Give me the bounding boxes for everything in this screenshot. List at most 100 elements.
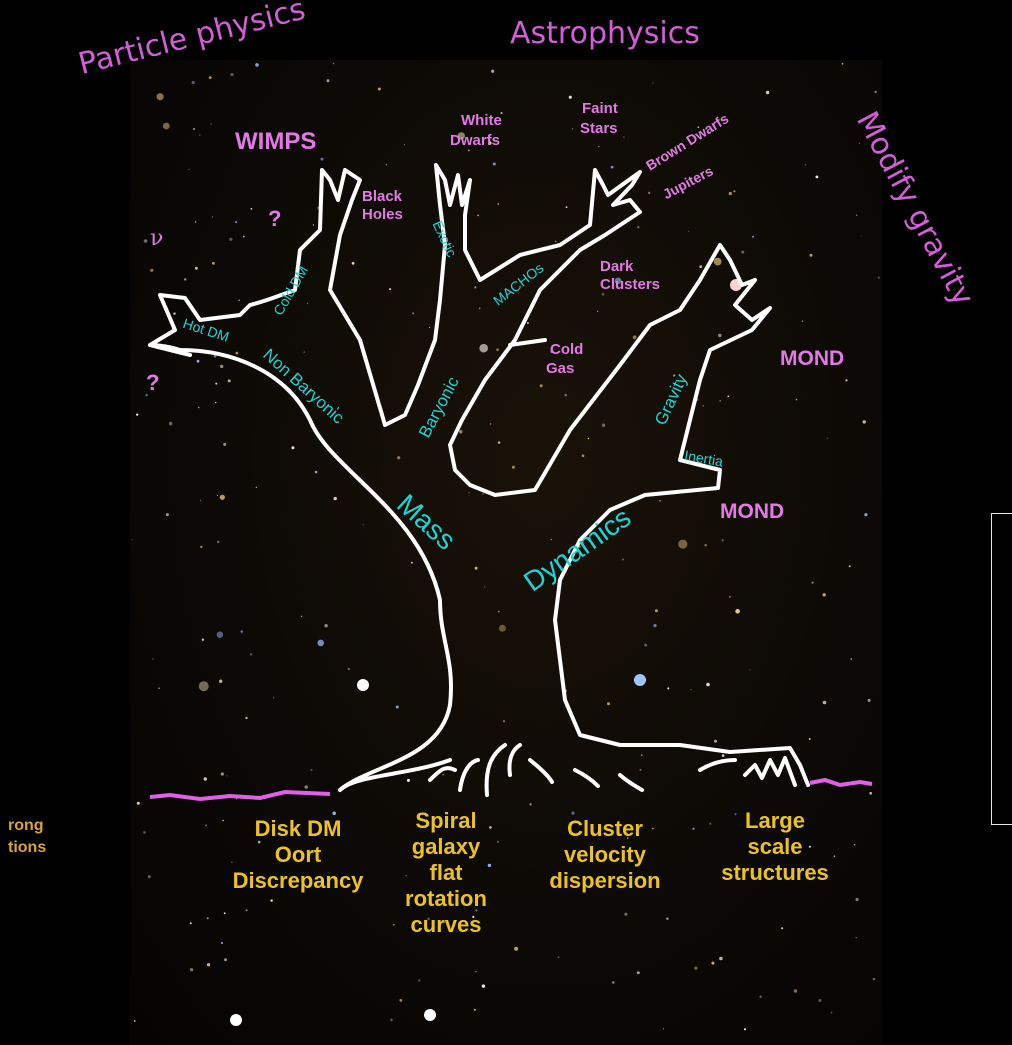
root-spiral-line-2: galaxy (396, 834, 496, 860)
star (759, 996, 761, 998)
root-disk-dm-line-3: Discrepancy (228, 868, 368, 894)
star (236, 352, 239, 355)
star (407, 779, 410, 782)
star (659, 500, 661, 502)
star (209, 76, 212, 79)
label-cold-gas-1: Cold (550, 341, 583, 358)
star (207, 917, 209, 919)
star (729, 192, 732, 195)
root-disk-dm: Disk DM Oort Discrepancy (228, 816, 368, 894)
star (352, 262, 355, 265)
star (809, 738, 811, 740)
star (256, 487, 257, 488)
star (735, 609, 740, 614)
category-astrophysics: Astrophysics (510, 16, 700, 51)
star (582, 454, 585, 457)
star (363, 524, 364, 525)
star (641, 754, 643, 756)
star (195, 221, 197, 223)
star (704, 544, 706, 546)
star (241, 630, 243, 632)
star (205, 824, 207, 826)
label-nu: ν (150, 226, 163, 251)
star (498, 441, 501, 444)
star (611, 166, 614, 169)
star (222, 820, 224, 822)
ground-line-right (810, 780, 872, 785)
bright-star (424, 1009, 436, 1021)
star (468, 492, 470, 494)
star (666, 918, 668, 920)
star (598, 146, 599, 147)
root-spiral-galaxy: Spiral galaxy flat rotation curves (396, 808, 496, 938)
star (878, 277, 880, 279)
star (255, 63, 259, 67)
root-large-scale: Large scale structures (705, 808, 845, 886)
star (393, 924, 395, 926)
star (212, 216, 213, 217)
star (655, 609, 658, 612)
star (490, 423, 491, 424)
star (215, 402, 216, 403)
star (540, 384, 543, 387)
star (842, 63, 844, 65)
star (195, 267, 198, 270)
star (566, 206, 568, 208)
label-white-dwarfs-2: Dwarfs (450, 132, 500, 149)
star (694, 967, 697, 970)
star (219, 680, 222, 683)
star (640, 769, 642, 771)
star (845, 379, 847, 381)
star (719, 957, 723, 961)
star (217, 631, 224, 638)
star (497, 203, 499, 205)
star (332, 812, 336, 816)
star (816, 176, 819, 179)
star (411, 562, 413, 564)
star (305, 785, 308, 788)
star (607, 702, 610, 705)
label-dark-clusters-2: Clusters (600, 276, 660, 293)
star (752, 236, 754, 238)
label-black-holes-2: Holes (362, 206, 403, 223)
star (200, 546, 202, 548)
star (637, 226, 639, 228)
star (499, 625, 506, 632)
star (823, 593, 826, 596)
label-white-dwarfs-1: White (461, 112, 502, 129)
star (192, 81, 195, 84)
root-large-line-1: Large (705, 808, 845, 834)
star (223, 443, 226, 446)
star (317, 640, 324, 647)
star (396, 706, 399, 709)
root-cluster-line-2: velocity (535, 842, 675, 868)
star (333, 63, 334, 64)
star (718, 334, 721, 337)
star (291, 446, 294, 449)
star (667, 687, 669, 689)
star (688, 231, 689, 232)
label-cold-gas-2: Gas (546, 360, 574, 377)
label-black-holes-1: Black (362, 188, 402, 205)
star (565, 394, 567, 396)
star (868, 699, 871, 702)
star (204, 777, 207, 780)
star (217, 495, 218, 496)
star (190, 922, 192, 924)
star (152, 658, 154, 660)
empty-text-box (991, 513, 1012, 825)
star (169, 422, 173, 426)
star (633, 335, 637, 339)
star (818, 999, 821, 1002)
star (805, 164, 807, 166)
star (227, 775, 228, 776)
star (199, 681, 209, 691)
star (163, 123, 170, 130)
star (648, 192, 650, 194)
star (572, 128, 573, 129)
star (250, 653, 252, 655)
root-cluster-line-1: Cluster (535, 816, 675, 842)
label-faint-stars-2: Stars (580, 120, 618, 137)
star (207, 963, 210, 966)
